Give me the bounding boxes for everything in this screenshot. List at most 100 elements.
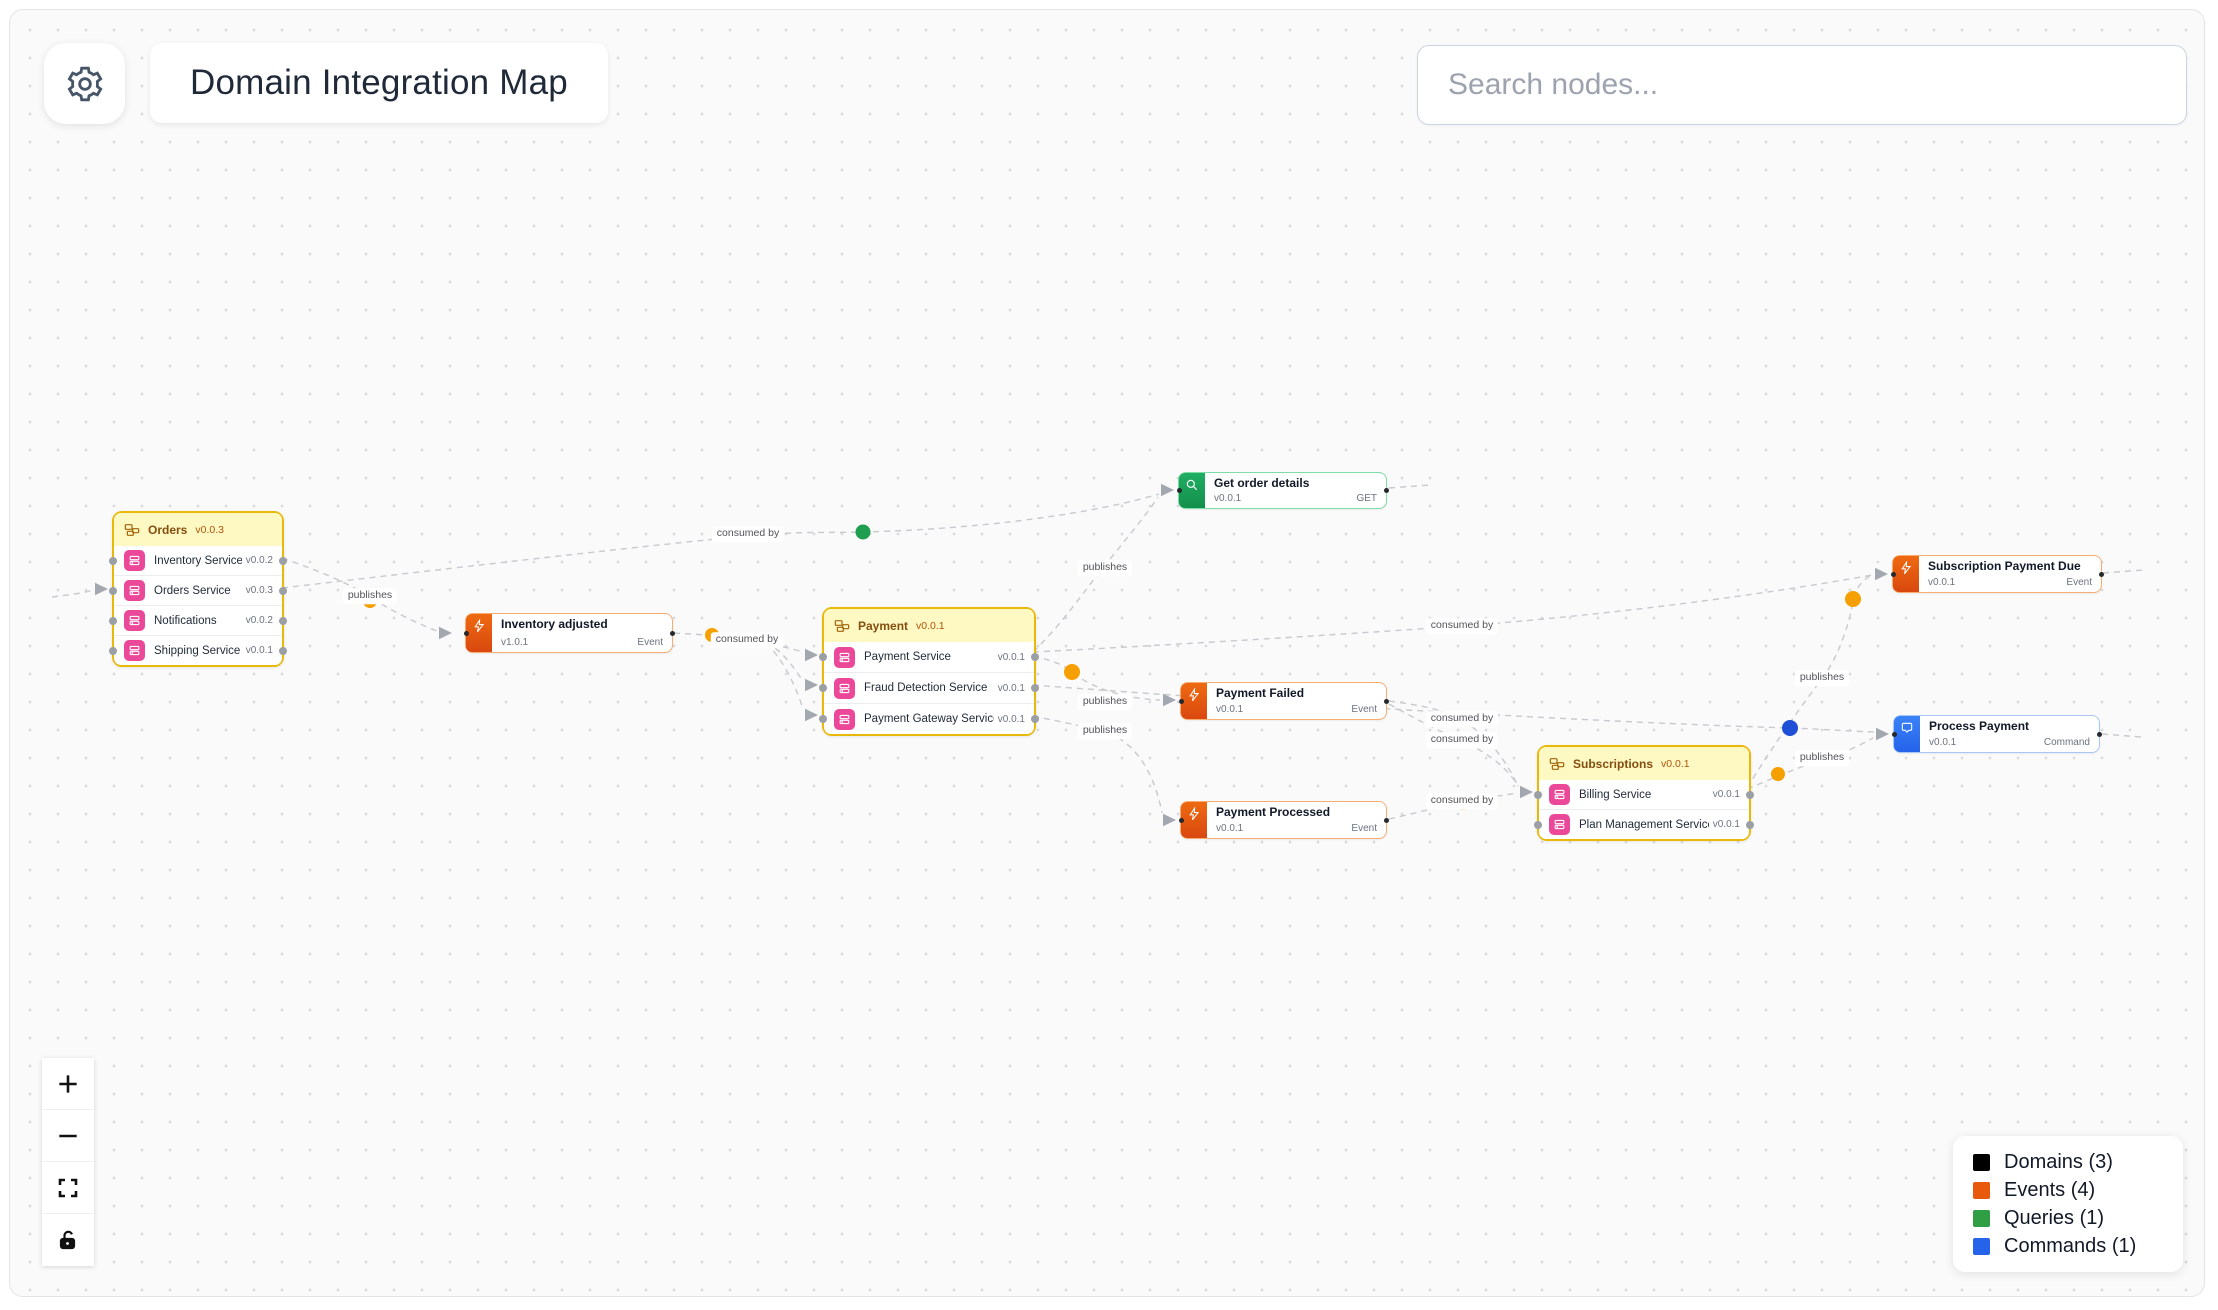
message-type: Command xyxy=(2043,737,2090,748)
connection-handle[interactable] xyxy=(1031,653,1039,661)
message-name: Process Payment xyxy=(1929,719,2030,733)
connection-handle[interactable] xyxy=(1746,790,1754,799)
domain-name: Payment xyxy=(858,618,909,633)
legend-swatch-queries xyxy=(1973,1209,1990,1227)
legend-label: Events (4) xyxy=(2004,1178,2096,1201)
connection-handle[interactable] xyxy=(109,556,117,565)
service-row[interactable]: Plan Management Service v0.0.1 xyxy=(1534,809,1754,839)
search-input[interactable] xyxy=(1417,45,2187,125)
connection-point[interactable] xyxy=(1178,698,1184,704)
legend-label: Queries (1) xyxy=(2004,1206,2105,1229)
connection-point[interactable] xyxy=(1178,817,1184,823)
connection-handle[interactable] xyxy=(1534,820,1542,829)
service-icon xyxy=(834,646,855,668)
event-accent-strip xyxy=(466,614,492,652)
connection-point[interactable] xyxy=(1383,817,1389,823)
message-type: Event xyxy=(637,637,663,648)
connection-point[interactable] xyxy=(2098,571,2104,577)
service-name: Shipping Service xyxy=(154,644,241,657)
service-row[interactable]: Notifications v0.0.2 xyxy=(109,605,287,635)
legend-item-domains: Domains (3) xyxy=(1973,1148,2183,1176)
edge xyxy=(1388,792,1518,820)
edge xyxy=(1746,574,1873,789)
service-row[interactable]: Shipping Service v0.0.1 xyxy=(109,635,287,665)
connection-handle[interactable] xyxy=(819,684,827,692)
connection-point[interactable] xyxy=(1383,488,1389,493)
legend-swatch-events xyxy=(1973,1181,1990,1199)
edge-arrow xyxy=(95,582,108,596)
lock-toggle-button[interactable] xyxy=(42,1214,94,1266)
service-row[interactable]: Orders Service v0.0.3 xyxy=(109,575,287,605)
flow-canvas[interactable] xyxy=(9,9,2205,1297)
unlock-icon xyxy=(59,1230,76,1250)
service-row[interactable]: Payment Service v0.0.1 xyxy=(819,642,1039,672)
service-name: Fraud Detection Service xyxy=(864,682,988,694)
command-accent-strip xyxy=(1894,716,1920,752)
settings-button[interactable] xyxy=(44,43,125,124)
event-accent-strip xyxy=(1181,683,1207,719)
service-name: Billing Service xyxy=(1579,788,1652,801)
message-name: Inventory adjusted xyxy=(501,617,608,631)
service-icon xyxy=(124,580,145,601)
connection-handle[interactable] xyxy=(279,646,287,655)
zoom-out-button[interactable] xyxy=(42,1110,94,1162)
minus-icon xyxy=(59,1134,77,1137)
connection-handle[interactable] xyxy=(1031,684,1039,692)
edge xyxy=(281,557,438,632)
connection-handle[interactable] xyxy=(819,715,827,723)
connection-handle[interactable] xyxy=(279,616,287,625)
service-row[interactable]: Payment Gateway Service v0.0.1 xyxy=(819,703,1039,734)
message-version: v0.0.1 xyxy=(1216,704,1244,715)
message-type: Event xyxy=(1351,704,1377,715)
service-version: v0.0.3 xyxy=(245,585,273,596)
edge-label: consumed by xyxy=(1425,732,1499,748)
edge-arrow xyxy=(1876,727,1889,741)
connection-handle[interactable] xyxy=(109,616,117,625)
connection-point[interactable] xyxy=(463,630,469,636)
connection-point[interactable] xyxy=(1383,698,1389,704)
connection-handle[interactable] xyxy=(279,556,287,565)
domain-node-orders[interactable]: Orders v0.0.3 Inventory Service v0.0.2 O… xyxy=(109,511,287,667)
edge xyxy=(1388,484,1431,489)
domain-version: v0.0.1 xyxy=(916,619,945,632)
connection-handle[interactable] xyxy=(1746,820,1754,829)
connection-handle[interactable] xyxy=(819,653,827,661)
edge-label: publishes xyxy=(1077,694,1133,710)
connection-point[interactable] xyxy=(1890,571,1896,577)
service-name: Orders Service xyxy=(154,584,231,597)
connection-point[interactable] xyxy=(2096,731,2102,737)
service-row[interactable]: Fraud Detection Service v0.0.1 xyxy=(819,672,1039,703)
domain-node-subscriptions[interactable]: Subscriptions v0.0.1 Billing Service v0.… xyxy=(1534,745,1754,841)
connection-point[interactable] xyxy=(669,630,675,636)
message-version: v0.0.1 xyxy=(1216,823,1244,834)
edge xyxy=(2102,569,2144,574)
fit-view-button[interactable] xyxy=(42,1162,94,1214)
connection-point[interactable] xyxy=(1176,488,1182,493)
connection-handle[interactable] xyxy=(109,586,117,595)
page-title-card: Domain Integration Map xyxy=(150,43,608,123)
connection-handle[interactable] xyxy=(1534,790,1542,799)
zoom-in-button[interactable] xyxy=(42,1058,94,1110)
connection-handle[interactable] xyxy=(1031,715,1039,723)
service-icon xyxy=(124,550,145,571)
message-name: Subscription Payment Due xyxy=(1928,559,2081,573)
edge xyxy=(1746,737,1874,790)
service-row[interactable]: Inventory Service v0.0.2 xyxy=(109,546,287,575)
edge xyxy=(281,493,1160,589)
service-name: Inventory Service xyxy=(154,554,242,567)
connection-handle[interactable] xyxy=(109,646,117,655)
connection-handle[interactable] xyxy=(279,586,287,595)
edge-label: consumed by xyxy=(710,632,784,648)
domain-node-payment[interactable]: Payment v0.0.1 Payment Service v0.0.1 Fr… xyxy=(819,607,1039,736)
service-name: Payment Gateway Service xyxy=(864,713,994,725)
query-accent-strip xyxy=(1179,473,1205,508)
service-row[interactable]: Billing Service v0.0.1 xyxy=(1534,780,1754,809)
service-icon xyxy=(834,677,855,699)
connection-point[interactable] xyxy=(1891,731,1897,737)
